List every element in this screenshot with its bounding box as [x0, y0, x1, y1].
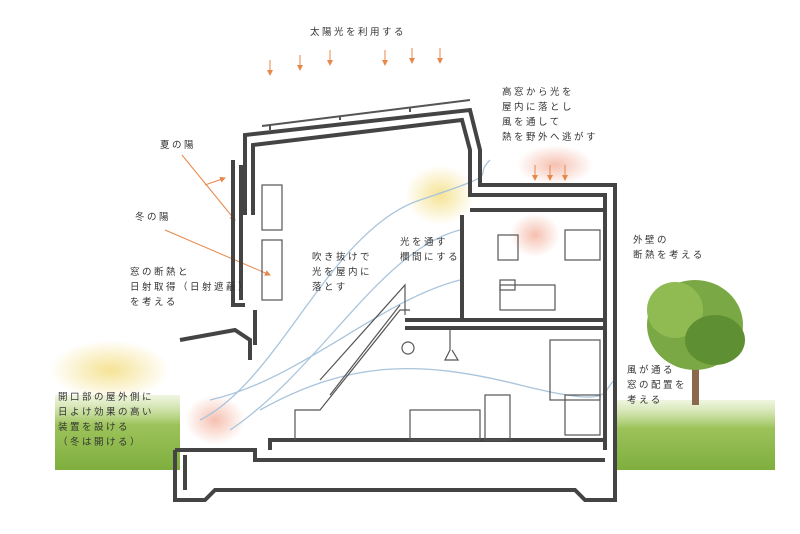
label-line: 太陽光を利用する: [310, 27, 407, 38]
label-high-window: 高窓から光を 屋内に落とし 風を通して 熱を野外へ逃がす: [502, 85, 598, 145]
label-line: 日よけ効果の高い: [58, 407, 155, 418]
label-solar: 太陽光を利用する: [310, 25, 406, 40]
label-line: 落とす: [312, 282, 348, 293]
haze-left: [50, 340, 170, 400]
label-line: 開口部の屋外側に: [58, 392, 155, 403]
label-line: 冬の陽: [135, 212, 172, 223]
grass-right: [615, 400, 775, 470]
label-line: 日射取得（日射遮蔽）: [130, 282, 251, 293]
label-ventilation: 風が通る 窓の配置を 考える: [627, 363, 687, 408]
label-line: 風を通して: [502, 117, 562, 128]
label-wall-insulation: 外壁の 断熱を考える: [633, 233, 705, 263]
label-summer-sun: 夏の陽: [160, 138, 196, 153]
heat-glow-roof: [517, 145, 593, 185]
label-line: （冬は開ける）: [58, 437, 143, 448]
label-line: 熱を野外へ逃がす: [502, 132, 599, 143]
label-line: 屋内に落とし: [502, 102, 575, 113]
label-line: を考える: [130, 297, 178, 308]
label-line: 外壁の: [633, 235, 670, 246]
label-shading: 開口部の屋外側に 日よけ効果の高い 装置を設ける （冬は開ける）: [58, 390, 154, 450]
solar-panels: [261, 99, 471, 130]
label-line: 窓の断熱と: [130, 267, 191, 278]
label-line: 夏の陽: [160, 140, 197, 151]
label-line: 考える: [627, 395, 663, 406]
label-winter-sun: 冬の陽: [135, 210, 171, 225]
warm-glow-highwindow: [405, 165, 475, 225]
label-line: 吹き抜けで: [312, 252, 373, 263]
label-window-insulation: 窓の断熱と 日射取得（日射遮蔽） を考える: [130, 265, 250, 310]
staircase: [294, 283, 410, 440]
furniture: [261, 184, 601, 441]
tree: [647, 280, 745, 405]
label-line: 光を通す: [400, 237, 449, 248]
label-line: 欄間にする: [400, 252, 461, 263]
heat-glow-entry: [185, 395, 245, 445]
house-walls: [173, 107, 617, 502]
sun-arrows: [164, 48, 568, 276]
label-atrium: 吹き抜けで 光を屋内に 落とす: [312, 250, 372, 295]
heat-glow-bedroom: [510, 213, 560, 257]
label-line: 風が通る: [627, 365, 676, 376]
label-line: 断熱を考える: [633, 250, 705, 261]
label-line: 高窓から光を: [502, 87, 575, 98]
grass-left: [55, 395, 180, 470]
label-line: 光を屋内に: [312, 267, 373, 278]
label-line: 窓の配置を: [627, 380, 688, 391]
label-transom: 光を通す 欄間にする: [400, 235, 460, 265]
label-line: 装置を設ける: [58, 422, 131, 433]
